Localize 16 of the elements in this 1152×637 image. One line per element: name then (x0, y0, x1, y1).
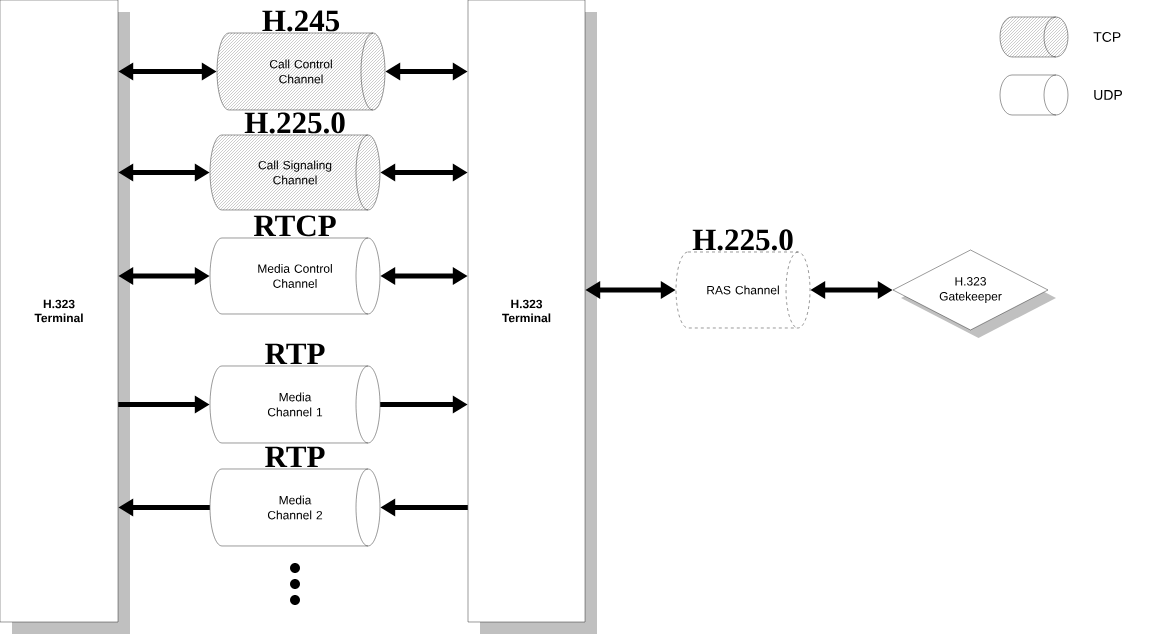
channel-cylinder: Media Channel 2 (209, 468, 381, 547)
protocol-heading: RTP (265, 446, 325, 467)
protocol-heading: H.225.0 (692, 229, 793, 251)
channel-cylinder: Call Signaling Channel (209, 134, 381, 211)
protocol-heading: RTCP (253, 215, 336, 237)
legend-label: UDP (1094, 90, 1123, 100)
channel-cylinder: Media Channel 1 (209, 365, 381, 444)
terminal-box: H.323 Terminal (0, 0, 130, 634)
protocol-heading: H.225.0 (244, 112, 345, 134)
terminal-box: H.323 Terminal (467, 0, 597, 634)
protocol-heading: RTP (265, 343, 325, 364)
protocol-heading: H.245 (262, 10, 340, 32)
legend-label: TCP (1093, 32, 1121, 42)
channel-cylinder: RAS Channel (675, 251, 811, 329)
channel-cylinder: Media Control Channel (209, 237, 381, 315)
channel-cylinder: Call Control Channel (216, 32, 386, 111)
